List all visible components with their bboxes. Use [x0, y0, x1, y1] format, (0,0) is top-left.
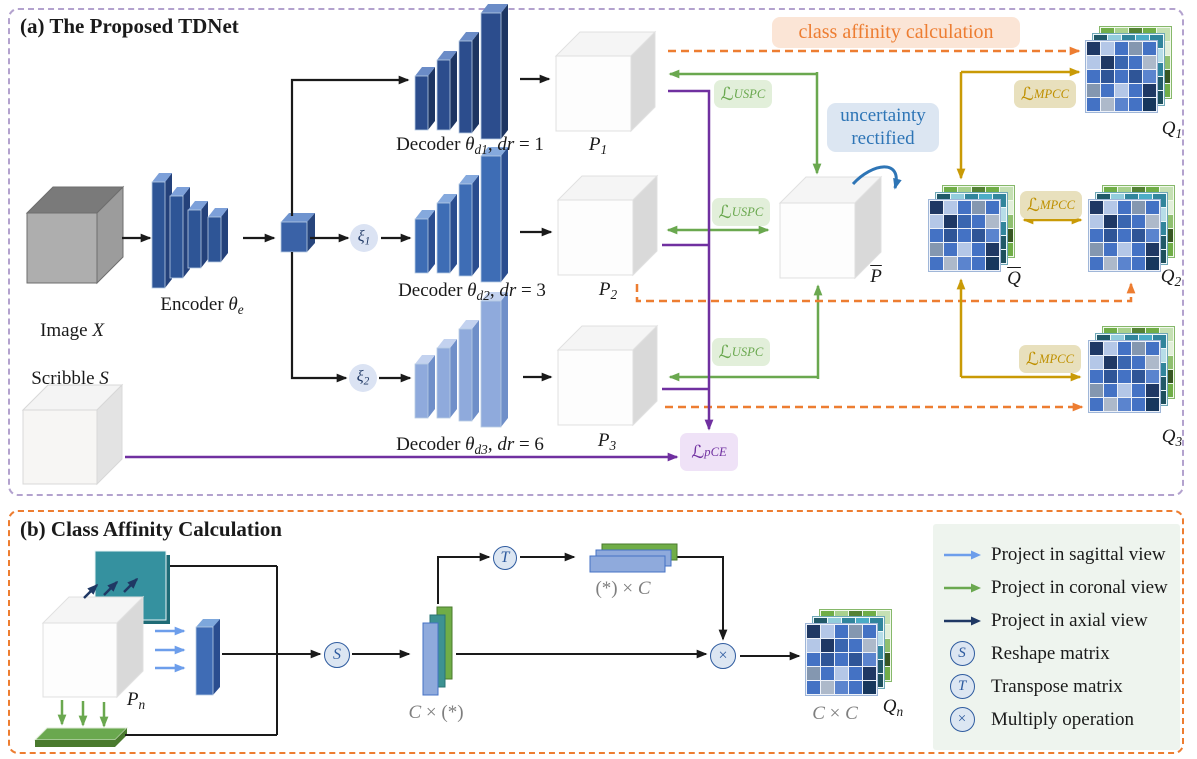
legend-label: Multiply operation — [991, 708, 1135, 730]
multiply-op-icon: × — [710, 643, 736, 669]
uncertainty-curve — [851, 165, 902, 190]
pce-line-p1 — [668, 89, 714, 431]
xi1-noise-node: ξ1 — [350, 224, 378, 252]
reshaped-bars — [422, 606, 453, 696]
affinity-matrix-q1 — [1085, 26, 1184, 125]
legend-label: Transpose matrix — [991, 675, 1123, 697]
uncertainty-line1: uncertainty — [840, 105, 926, 127]
axial-arrow-icon — [933, 615, 991, 627]
star-by-c-label: (*) × C — [595, 578, 651, 599]
encoder-bars — [151, 173, 228, 289]
class-affinity-note: class affinity calculation — [772, 17, 1020, 48]
legend-label: Project in coronal view — [991, 576, 1168, 598]
pbar-cube — [778, 175, 883, 280]
matrix-layer-blue — [1088, 340, 1161, 413]
reshape-op-icon: S — [324, 642, 350, 668]
q2-label: Q2 — [1160, 266, 1182, 289]
axial-proj-arrow-1 — [83, 583, 99, 599]
p3-label: P3 — [597, 430, 617, 453]
panel-proposed-tdnet — [8, 8, 1184, 496]
affinity-matrix-q3 — [1088, 326, 1187, 425]
c-by-c-label: C × C — [812, 703, 858, 724]
p2-cube — [556, 174, 659, 277]
flow-branch-decoder1 — [290, 75, 410, 216]
pn-label: Pn — [126, 689, 146, 712]
xi2-noise-node: ξ2 — [349, 364, 377, 392]
transposed-bars — [589, 543, 678, 573]
panel-b-title: (b) Class Affinity Calculation — [20, 517, 282, 541]
scribble-label: Scribble S — [31, 368, 109, 389]
qbar-label: Q — [1007, 268, 1021, 289]
panel-class-affinity — [8, 510, 1184, 754]
uncertainty-line2: rectified — [851, 127, 915, 149]
decoder3-label: Decoder θd3, dr = 6 — [396, 434, 544, 457]
encoder-label: Encoder θe — [160, 294, 244, 317]
flow-bars-transpose — [437, 552, 491, 604]
uncertainty-rectified-note: uncertainty rectified — [827, 103, 939, 152]
affinity-matrix-q2 — [1088, 185, 1187, 284]
p1-cube — [554, 30, 657, 133]
coronal-slab — [195, 619, 220, 696]
p1-label: P1 — [588, 134, 608, 157]
image-x-cube — [25, 185, 125, 285]
decoder3-bars — [414, 292, 508, 428]
q3-label: Q3 — [1161, 426, 1183, 449]
legend-item-0: Project in sagittal view — [933, 542, 1180, 568]
pbar-label: P — [870, 266, 882, 287]
c-by-star-label: C × (*) — [408, 702, 464, 723]
image-x-label: Image X — [40, 320, 104, 341]
affinity-matrix-qbar — [928, 185, 1027, 284]
legend-label: Project in axial view — [991, 609, 1148, 631]
matrix-layer-blue — [1085, 40, 1158, 113]
legend-label: Reshape matrix — [991, 642, 1110, 664]
sagittal-arrow-icon — [933, 549, 991, 561]
affinity-dashed-p2-q2 — [635, 282, 1136, 303]
affinity-matrix-qn — [805, 609, 904, 708]
matrix-layer-blue — [1088, 199, 1161, 272]
pn-cube — [41, 595, 145, 699]
legend-item-2: Project in axial view — [933, 608, 1180, 634]
legend-item-1: Project in coronal view — [933, 575, 1180, 601]
axial-proj-arrow-3 — [123, 577, 139, 593]
legend-label: Project in sagittal view — [991, 543, 1166, 565]
legend-item-5: ×Multiply operation — [933, 707, 1180, 733]
matrix-layer-blue — [928, 199, 1001, 272]
panel-a-title: (a) The Proposed TDNet — [20, 14, 239, 38]
matrix-layer-blue — [805, 623, 878, 696]
qn-label: Qn — [882, 696, 904, 719]
multiply-icon: × — [933, 707, 991, 732]
reshape-icon: S — [933, 641, 991, 666]
p3-cube — [556, 324, 659, 427]
axial-proj-arrow-2 — [103, 580, 119, 596]
decoder1-bars — [414, 4, 508, 140]
transpose-op-icon: T — [493, 546, 517, 570]
scribble-cube — [21, 383, 124, 486]
p2-label: P2 — [598, 279, 618, 302]
decoder2-label: Decoder θd2, dr = 3 — [398, 280, 546, 303]
decoder1-label: Decoder θd1, dr = 1 — [396, 134, 544, 157]
bottleneck-cube — [280, 213, 315, 253]
flow-branch-xi2 — [290, 252, 348, 383]
axial-plate — [33, 727, 129, 747]
q1-label: Q1 — [1161, 118, 1183, 141]
flow-hbars-multiply — [673, 556, 728, 641]
coronal-arrow-icon — [933, 582, 991, 594]
transpose-icon: T — [933, 674, 991, 699]
decoder2-bars — [414, 147, 508, 283]
